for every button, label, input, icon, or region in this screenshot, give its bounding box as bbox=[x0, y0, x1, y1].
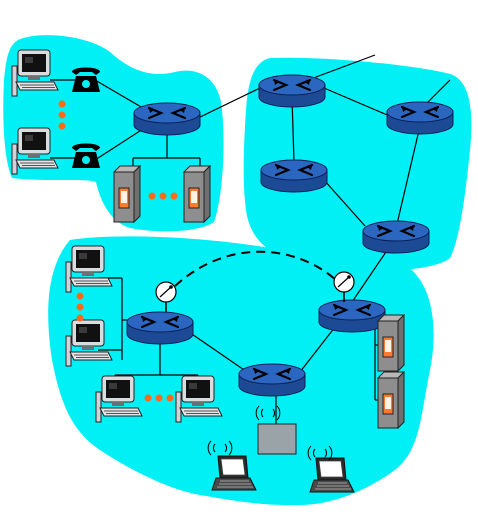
server-icon bbox=[377, 371, 405, 429]
server-icon bbox=[377, 314, 405, 372]
router-icon bbox=[257, 73, 327, 109]
link-core-institution bbox=[351, 245, 391, 303]
ellipsis-dots-icon bbox=[76, 292, 84, 322]
ellipsis-dots-icon bbox=[144, 394, 174, 402]
link-home-core bbox=[197, 87, 261, 119]
router-icon bbox=[361, 219, 431, 255]
home-network-region bbox=[3, 35, 224, 232]
router-icon bbox=[125, 310, 195, 346]
router-icon bbox=[317, 298, 387, 334]
server-icon bbox=[113, 165, 141, 223]
link-core-a-c bbox=[291, 97, 295, 163]
link-core-b-d bbox=[396, 125, 421, 225]
router-icon bbox=[385, 100, 455, 136]
server-icon bbox=[183, 165, 211, 223]
ellipsis-dots-icon bbox=[58, 100, 66, 130]
ellipsis-dots-icon bbox=[148, 192, 178, 200]
router-icon bbox=[132, 101, 202, 137]
router-icon bbox=[237, 362, 307, 398]
link-core-a-b bbox=[323, 87, 393, 118]
link-inst-r1-r2 bbox=[185, 329, 251, 375]
link-core-c-d bbox=[323, 179, 366, 227]
satellite-link bbox=[174, 250, 339, 287]
telephone-icon bbox=[72, 143, 100, 168]
link-core-a-out bbox=[307, 54, 376, 81]
router-icon bbox=[259, 158, 329, 194]
wireless-access-point-icon bbox=[255, 405, 297, 455]
telephone-icon bbox=[72, 67, 100, 92]
